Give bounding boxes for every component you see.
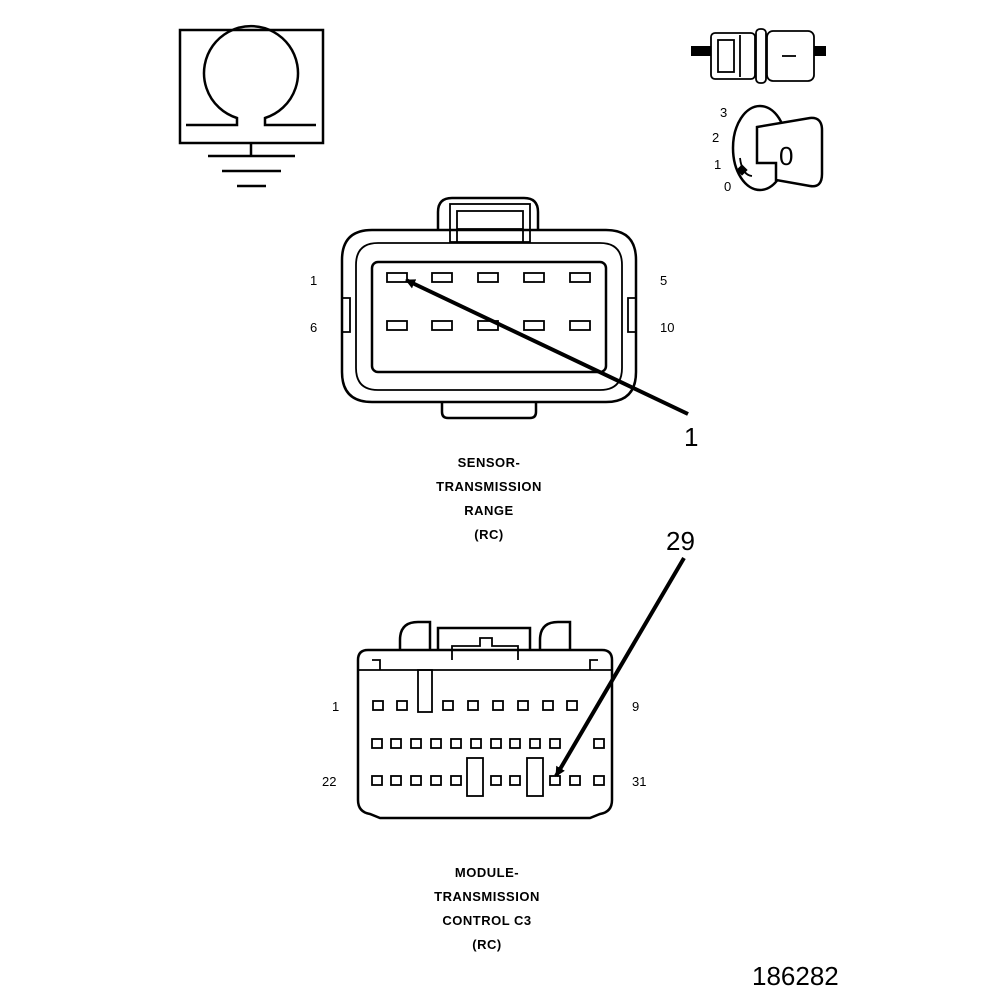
sensor-connector bbox=[340, 196, 638, 420]
module-pin-cavity bbox=[442, 700, 454, 711]
module-caption: MODULE- TRANSMISSION CONTROL C3 (RC) bbox=[434, 865, 540, 952]
module-pin-cavity bbox=[371, 738, 383, 749]
module-pin-cavity bbox=[371, 775, 383, 786]
sensor-pin-cavity bbox=[523, 272, 545, 283]
module-pin-cavity bbox=[490, 775, 502, 786]
sensor-callout-number: 1 bbox=[684, 422, 698, 452]
module-pin-cavity bbox=[566, 700, 578, 711]
module-pin-label-1: 1 bbox=[332, 699, 339, 714]
sensor-pin-array bbox=[386, 272, 591, 331]
module-pin-cavity bbox=[569, 775, 581, 786]
ignition-key-icon: 3 2 1 0 0 bbox=[712, 104, 824, 194]
module-pin-cavity bbox=[549, 775, 561, 786]
module-pin-cavity bbox=[467, 700, 479, 711]
module-pin-cavity bbox=[390, 738, 402, 749]
module-pin-cavity bbox=[372, 700, 384, 711]
module-pin-cavity bbox=[490, 738, 502, 749]
ignition-position-1: 1 bbox=[714, 157, 721, 172]
module-pin-label-31: 31 bbox=[632, 774, 646, 789]
sensor-pin-cavity bbox=[431, 272, 453, 283]
sensor-caption: SENSOR- TRANSMISSION RANGE (RC) bbox=[436, 455, 542, 542]
module-pin-cavity bbox=[390, 775, 402, 786]
module-callout-arrow bbox=[554, 556, 686, 778]
module-pin-cavity bbox=[542, 700, 554, 711]
sensor-caption-line-4: (RC) bbox=[474, 527, 503, 542]
module-pin-cavity bbox=[410, 775, 422, 786]
module-caption-line-4: (RC) bbox=[472, 937, 501, 952]
module-pin-label-22: 22 bbox=[322, 774, 336, 789]
ignition-key-label: 0 bbox=[779, 141, 793, 171]
sensor-caption-line-2: TRANSMISSION bbox=[436, 479, 542, 494]
module-pin-cavity bbox=[430, 738, 442, 749]
sensor-pin-label-5: 5 bbox=[660, 273, 667, 288]
sensor-pin-cavity bbox=[386, 320, 408, 331]
sensor-pin-label-6: 6 bbox=[310, 320, 317, 335]
ohmmeter-icon bbox=[178, 24, 325, 188]
ignition-position-0: 0 bbox=[724, 179, 731, 194]
module-pin-cavity bbox=[517, 700, 529, 711]
module-pin-cavity bbox=[470, 738, 482, 749]
module-pin-cavity bbox=[430, 775, 442, 786]
module-pin-cavity bbox=[549, 738, 561, 749]
sensor-pin-label-10: 10 bbox=[660, 320, 674, 335]
module-pin-cavity bbox=[593, 775, 605, 786]
figure-number: 186282 bbox=[752, 961, 839, 991]
sensor-pin-cavity bbox=[523, 320, 545, 331]
module-pin-cavity bbox=[396, 700, 408, 711]
module-callout-number: 29 bbox=[666, 526, 695, 556]
module-pin-cavity bbox=[450, 738, 462, 749]
module-pin-cavity bbox=[593, 738, 605, 749]
sensor-pin-label-1: 1 bbox=[310, 273, 317, 288]
module-pin-cavity bbox=[450, 775, 462, 786]
module-caption-line-3: CONTROL C3 bbox=[442, 913, 531, 928]
sensor-caption-line-1: SENSOR- bbox=[458, 455, 521, 470]
module-pin-label-9: 9 bbox=[632, 699, 639, 714]
connector-probe-icon bbox=[691, 28, 826, 84]
module-pin-cavity bbox=[529, 738, 541, 749]
module-connector bbox=[356, 620, 614, 820]
module-caption-line-2: TRANSMISSION bbox=[434, 889, 540, 904]
sensor-pin-cavity bbox=[477, 272, 499, 283]
sensor-caption-line-3: RANGE bbox=[464, 503, 513, 518]
sensor-pin-cavity bbox=[431, 320, 453, 331]
sensor-pin-cavity bbox=[386, 272, 408, 283]
ignition-position-2: 2 bbox=[712, 130, 719, 145]
module-pin-cavity bbox=[410, 738, 422, 749]
sensor-callout-arrow bbox=[405, 278, 689, 416]
ignition-position-3: 3 bbox=[720, 105, 727, 120]
module-pin-cavity bbox=[492, 700, 504, 711]
module-pin-array bbox=[371, 700, 605, 786]
module-pin-cavity bbox=[509, 775, 521, 786]
sensor-pin-cavity bbox=[569, 320, 591, 331]
module-caption-line-1: MODULE- bbox=[455, 865, 519, 880]
module-pin-cavity bbox=[509, 738, 521, 749]
sensor-pin-cavity bbox=[569, 272, 591, 283]
